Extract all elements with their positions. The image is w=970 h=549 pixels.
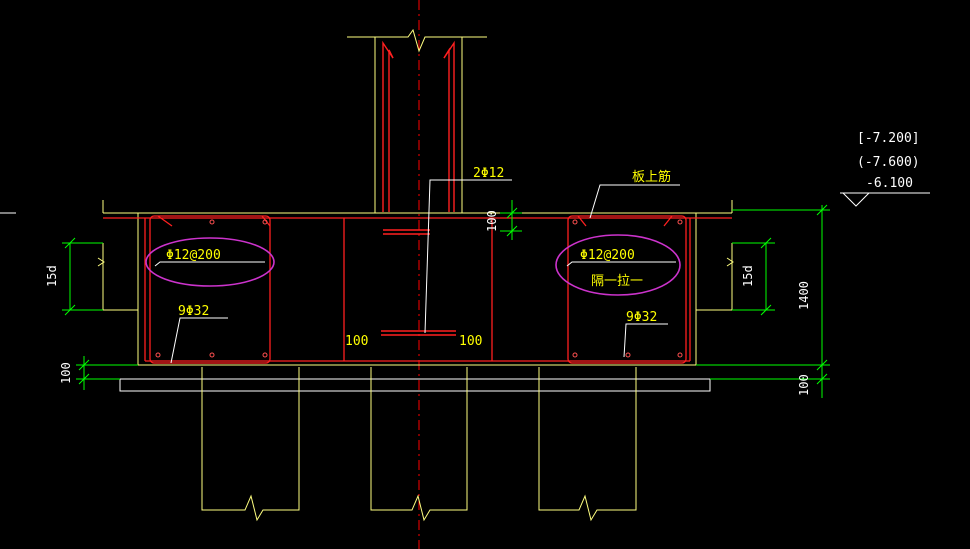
- leader-lines: [154, 179, 680, 364]
- right-stirrup-highlight: [555, 234, 681, 296]
- left-stirrup-highlight: [145, 237, 275, 287]
- right-stirrup-note: 隔一拉一: [591, 274, 643, 289]
- dimension-lines: [62, 200, 830, 398]
- rebar-dots: [155, 219, 683, 358]
- piles: [201, 367, 637, 522]
- right-main-bars-label: 9Φ32: [626, 310, 657, 325]
- blinding-layer: [119, 378, 711, 392]
- right-stirrup-label: Φ12@200: [580, 248, 635, 263]
- beam-rebar: [103, 215, 732, 364]
- elevation-line-2: (-7.600): [857, 155, 920, 170]
- left-bottom-cover-dim: 100: [59, 362, 73, 384]
- column-outline: [347, 28, 487, 213]
- elevation-marker: [840, 192, 930, 207]
- beam-depth-dim: 1400: [797, 281, 811, 310]
- left-stirrup-label: Φ12@200: [166, 248, 221, 263]
- slab-outline: [97, 200, 734, 366]
- right-bottom-cover-dim: 100: [797, 374, 811, 396]
- left-main-bars-label: 9Φ32: [178, 304, 209, 319]
- left-anchor-dim: 15d: [45, 265, 59, 287]
- column-bars-label: 2Φ12: [473, 166, 504, 181]
- right-anchor-dim: 15d: [741, 265, 755, 287]
- elevation-line-1: [-7.200]: [857, 131, 920, 146]
- slab-top-rebar-label: 板上筋: [632, 169, 671, 185]
- left-hook-length: 100: [345, 334, 368, 349]
- column-rebar: [381, 40, 456, 336]
- top-cover-dim: 100: [485, 210, 499, 232]
- highlight-ellipses: [145, 234, 681, 296]
- right-hook-length: 100: [459, 334, 482, 349]
- elevation-line-3: -6.100: [866, 176, 913, 191]
